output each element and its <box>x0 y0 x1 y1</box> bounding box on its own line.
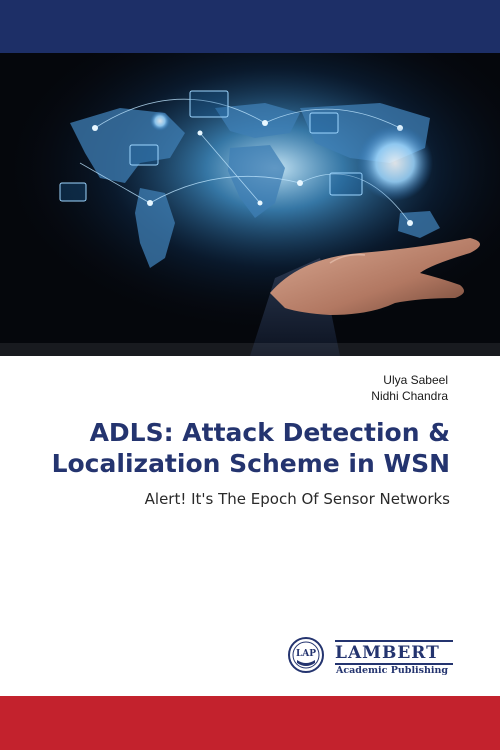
book-title: ADLS: Attack Detection & Localization Sc… <box>30 417 450 479</box>
cover-image <box>0 53 500 356</box>
seal-text: LAP <box>296 649 316 659</box>
hand-holding-world-network-image <box>0 53 500 356</box>
publisher-rule <box>335 663 453 665</box>
publisher-logo: LAP LAMBERT Academic Publishing <box>287 632 457 676</box>
publisher-rule <box>335 640 453 642</box>
book-title-line: ADLS: Attack Detection & <box>89 418 450 447</box>
author-name: Nidhi Chandra <box>371 389 448 403</box>
book-subtitle: Alert! It's The Epoch Of Sensor Networks <box>144 490 450 508</box>
author-name: Ulya Sabeel <box>383 373 448 387</box>
author-list: Ulya Sabeel Nidhi Chandra <box>371 372 448 404</box>
lap-seal-icon: LAP <box>288 637 324 673</box>
publisher-tagline: Academic Publishing <box>336 665 449 676</box>
book-title-line: Localization Scheme in WSN <box>51 449 450 478</box>
top-color-band <box>0 0 500 53</box>
publisher-name: LAMBERT <box>335 643 440 663</box>
bottom-color-band <box>0 696 500 750</box>
